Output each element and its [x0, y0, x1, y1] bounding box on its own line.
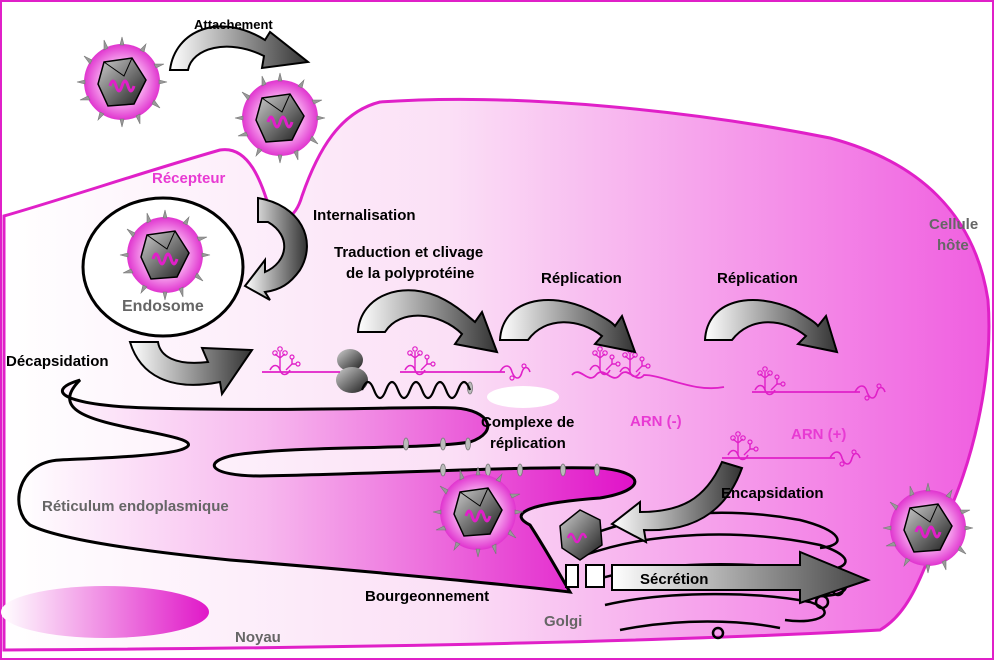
arrow-replication-2: [703, 299, 839, 354]
arrow-traduction: [356, 289, 499, 354]
label-arn-minus: ARN (-): [630, 413, 682, 430]
replication-complex-site: [487, 386, 559, 408]
label-cellule: Cellule: [929, 216, 978, 233]
process-arrows: [128, 25, 871, 605]
label-noyau: Noyau: [235, 629, 281, 646]
arrow-decapsidation: [128, 341, 254, 397]
label-complexe-line1: Complexe de: [481, 414, 574, 431]
polyprotein-coil: [360, 380, 472, 400]
arrow-replication-1: [498, 299, 637, 354]
nucleocapsid-golgi: [559, 509, 603, 561]
label-internalisation: Internalisation: [313, 207, 416, 224]
label-complexe-line2: réplication: [490, 435, 566, 452]
label-attachement: Attachement: [194, 17, 273, 32]
label-traduction-line1: Traduction et clivage: [334, 244, 483, 261]
label-secretion: Sécrétion: [640, 571, 708, 588]
ribosome: [336, 349, 368, 393]
label-endosome: Endosome: [122, 298, 204, 315]
label-traduction-line2: de la polyprotéine: [346, 265, 474, 282]
nucleus: [1, 586, 209, 638]
label-recepteur: Récepteur: [152, 170, 226, 187]
label-bourgeonnement: Bourgeonnement: [365, 588, 489, 605]
er-membrane-proteins: [403, 381, 600, 477]
label-reticulum: Réticulum endoplasmique: [42, 498, 229, 515]
label-replication-1: Réplication: [541, 270, 622, 287]
arrow-attachement: [168, 25, 311, 71]
label-hote: hôte: [937, 237, 969, 254]
label-golgi: Golgi: [544, 613, 582, 630]
label-encapsidation: Encapsidation: [721, 485, 824, 502]
label-replication-2: Réplication: [717, 270, 798, 287]
arrow-secretion: [611, 550, 871, 605]
label-arn-plus: ARN (+): [791, 426, 846, 443]
rna-strands: [262, 345, 886, 467]
arrow-internalisation: [243, 196, 308, 301]
arrow-encapsidation: [610, 460, 744, 544]
label-decapsidation: Décapsidation: [6, 353, 109, 370]
